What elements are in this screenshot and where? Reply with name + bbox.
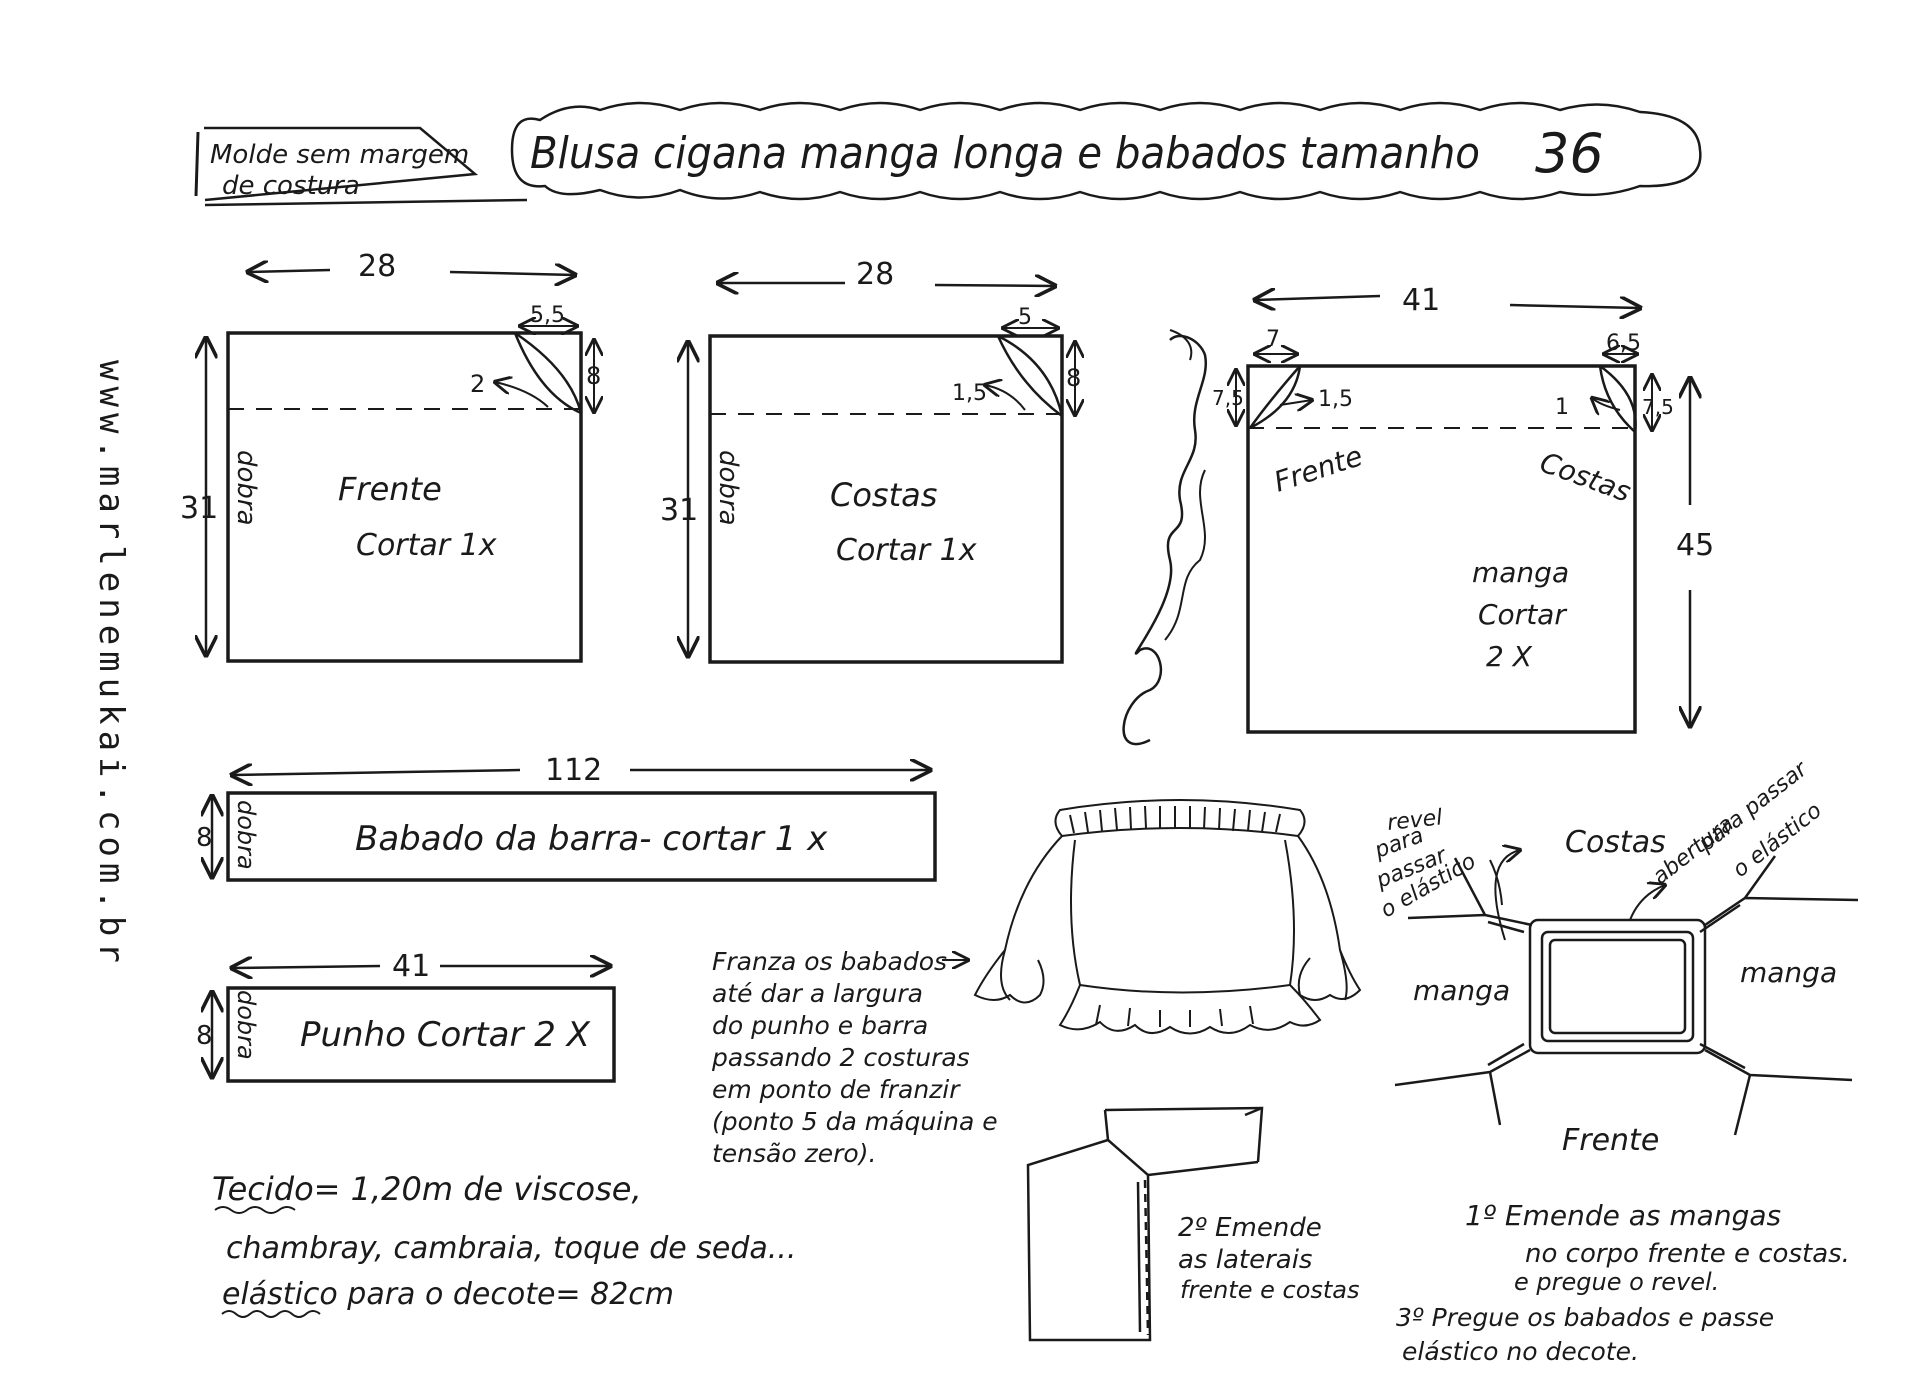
costas-label: Costas xyxy=(830,476,937,514)
manga-left-neck-width: 7 xyxy=(1266,327,1280,352)
fabric-line-1: Tecido= 1,20m de viscose, xyxy=(212,1170,642,1208)
note-line-1: Molde sem margem xyxy=(210,140,469,170)
assembly-labels: revel para passar o elástico Costas aber… xyxy=(1371,756,1838,1158)
step1-line-3: e pregue o revel. xyxy=(1514,1268,1719,1296)
gather-line-7: tensão zero). xyxy=(712,1139,876,1168)
manga-width: 41 xyxy=(1402,283,1440,318)
frente-fold: dobra xyxy=(231,450,261,526)
costas-height: 31 xyxy=(660,493,698,528)
babado-width: 112 xyxy=(545,753,602,788)
fabric-note: Tecido= 1,20m de viscose, chambray, camb… xyxy=(212,1170,796,1318)
costas-width: 28 xyxy=(856,257,894,292)
gather-line-3: do punho e barra xyxy=(712,1011,928,1040)
manga-right-neck-width: 6,5 xyxy=(1606,331,1641,356)
designer-signature xyxy=(1122,329,1208,746)
assembly-diagram xyxy=(1394,850,1859,1136)
manga-cut: Cortar xyxy=(1478,598,1567,631)
manga-label: manga xyxy=(1472,556,1569,589)
manga-height: 45 xyxy=(1676,528,1714,563)
note-line-2: de costura xyxy=(222,171,360,201)
fabric-line-2: chambray, cambraia, toque de seda... xyxy=(226,1231,796,1266)
side-seam-line-2: as laterais xyxy=(1178,1245,1312,1275)
side-url: www.marlenemukai.com.br xyxy=(91,360,131,969)
punho-height: 8 xyxy=(196,1021,213,1051)
manga-right-neck-depth: 7,5 xyxy=(1642,395,1674,419)
costas-cut: Cortar 1x xyxy=(836,533,977,568)
punho-fold: dobra xyxy=(232,990,260,1060)
blouse-sketch xyxy=(973,799,1362,1035)
fabric-line-3: elástico para o decote= 82cm xyxy=(222,1277,674,1312)
step3-line-2: elástico no decote. xyxy=(1402,1337,1639,1366)
babado-fold: dobra xyxy=(232,800,260,870)
punho-piece: 41 8 dobra Punho Cortar 2 X xyxy=(196,949,616,1083)
gather-line-5: em ponto de franzir xyxy=(712,1075,961,1104)
frente-height: 31 xyxy=(180,491,218,526)
title-cloud: Blusa cigana manga longa e babados taman… xyxy=(510,101,1702,201)
side-seam-note: 2º Emende as laterais frente e costas xyxy=(1178,1213,1360,1304)
manga-back-label: Costas xyxy=(1536,446,1636,509)
frente-cut: Cortar 1x xyxy=(356,528,497,563)
frente-curve: 2 xyxy=(470,370,485,398)
assembly-steps: 1º Emende as mangas no corpo frente e co… xyxy=(1396,1199,1850,1366)
frente-neck-width: 5,5 xyxy=(530,303,565,328)
frente-piece: 28 31 dobra 5,5 8 2 Frente Cortar 1x xyxy=(180,249,601,663)
punho-width: 41 xyxy=(392,949,430,984)
frente-width: 28 xyxy=(358,249,396,284)
side-seam-sketch xyxy=(1026,1106,1264,1342)
costas-fold: dobra xyxy=(713,450,743,526)
babado-height: 8 xyxy=(196,823,213,853)
manga-left-neck-depth: 7,5 xyxy=(1212,386,1244,410)
step1-line-1: 1º Emende as mangas xyxy=(1465,1199,1781,1232)
step1-line-2: no corpo frente e costas. xyxy=(1525,1239,1850,1269)
size-number: 36 xyxy=(1535,122,1604,185)
babado-label: Babado da barra- cortar 1 x xyxy=(355,819,828,859)
costas-neck-width: 5 xyxy=(1018,305,1032,330)
revel-label-1: revel xyxy=(1386,805,1444,836)
gather-line-1: Franza os babados xyxy=(712,947,947,976)
assembly-manga-right: manga xyxy=(1740,956,1837,989)
side-seam-line-3: frente e costas xyxy=(1180,1276,1360,1304)
page-title: Blusa cigana manga longa e babados taman… xyxy=(530,128,1480,179)
frente-label: Frente xyxy=(338,470,442,508)
manga-right-curve: 1 xyxy=(1555,395,1569,420)
costas-neck-depth: 8 xyxy=(1066,364,1081,392)
manga-piece: 41 45 7 7,5 1,5 6,5 7,5 1 Frente Costas … xyxy=(1212,283,1714,734)
gather-line-2: até dar a largura xyxy=(712,979,923,1008)
assembly-costas: Costas xyxy=(1565,825,1666,860)
manga-count: 2 X xyxy=(1486,640,1533,673)
step3-line-1: 3º Pregue os babados e passe xyxy=(1396,1303,1774,1332)
assembly-frente: Frente xyxy=(1562,1123,1659,1158)
punho-label: Punho Cortar 2 X xyxy=(300,1015,591,1055)
costas-piece: 28 31 dobra 5 8 1,5 Costas Cortar 1x xyxy=(660,257,1081,664)
side-seam-line-1: 2º Emende xyxy=(1178,1213,1322,1243)
frente-neck-depth: 8 xyxy=(586,362,601,390)
babado-piece: 112 8 dobra Babado da barra- cortar 1 x xyxy=(196,753,937,882)
manga-front-label: Frente xyxy=(1270,439,1367,498)
gather-note: Franza os babados até dar a largura do p… xyxy=(711,947,998,1168)
manga-left-curve: 1,5 xyxy=(1318,387,1353,412)
gather-line-4: passando 2 costuras xyxy=(711,1043,970,1072)
costas-curve: 1,5 xyxy=(952,381,987,406)
assembly-manga-left: manga xyxy=(1413,974,1510,1007)
gather-line-6: (ponto 5 da máquina e xyxy=(712,1107,998,1136)
seam-allowance-note: Molde sem margem de costura xyxy=(194,126,528,207)
